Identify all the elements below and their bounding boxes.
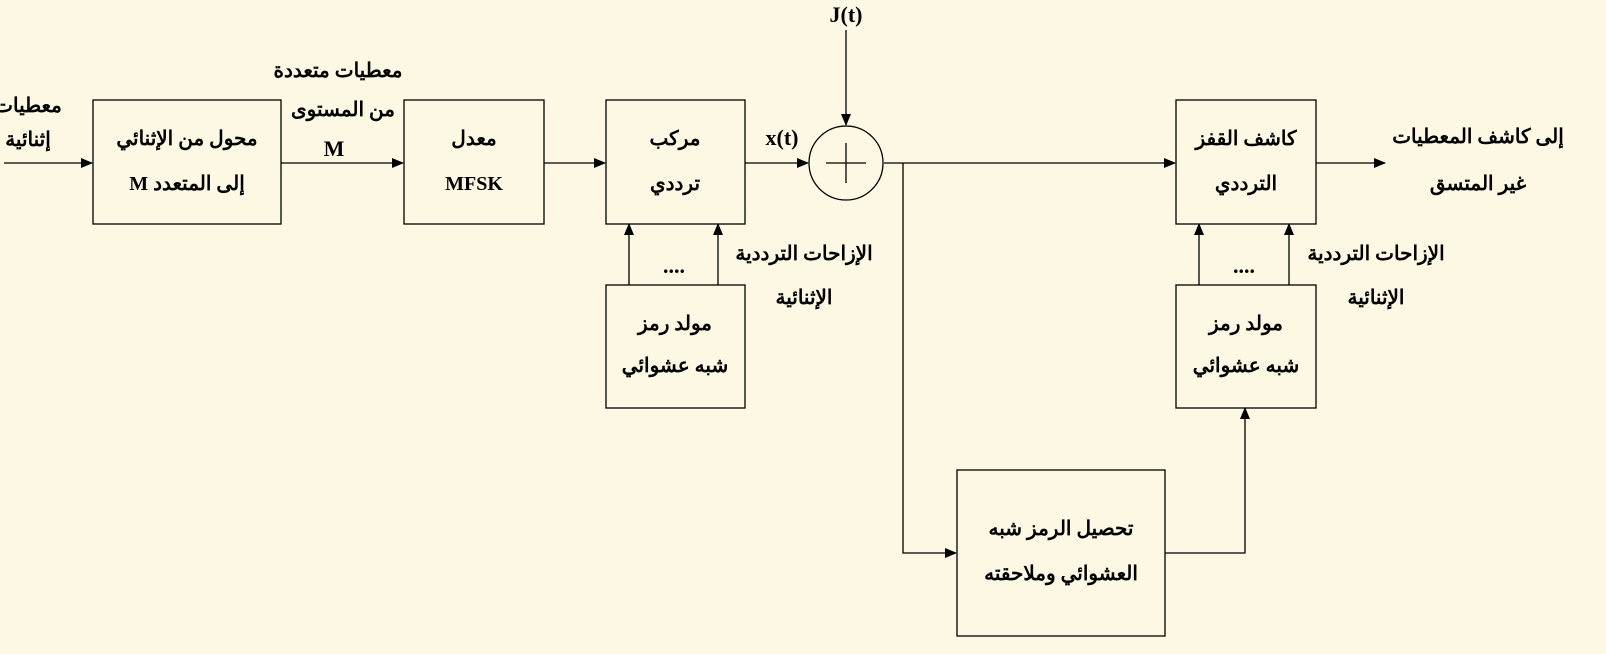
summer-icon: [808, 125, 884, 201]
rx-prng-line1: مولد رمز: [1207, 313, 1283, 336]
modulator-line2: MFSK: [445, 173, 503, 195]
output-label-line2: غير المتسق: [1430, 173, 1527, 196]
input-label-line2: إثنائية: [5, 129, 51, 152]
tx-prng-block: [605, 284, 746, 409]
modulator-block: [403, 99, 545, 225]
modulator-line1: معدل: [451, 128, 496, 150]
sync-to-rx-prng-arrow: [1165, 407, 1250, 554]
rx-prng-line2: شبه عشوائي: [1193, 355, 1299, 378]
input-label-line1: معطيات: [0, 95, 62, 117]
tx-hops-label-line2: الإثنائية: [776, 287, 833, 310]
jt-label: J(t): [830, 2, 863, 27]
converter-block: [92, 99, 282, 225]
sync-line2: العشوائي وملاحقته: [984, 563, 1138, 586]
tx-prng-line1: مولد رمز: [636, 313, 712, 336]
rx-detector-block: [1175, 99, 1317, 225]
tx-synth-line1: مركب: [650, 128, 701, 151]
multilevel-label-line2: من المستوى: [291, 99, 395, 122]
rx-prng-block: [1175, 284, 1317, 409]
rx-detector-line1: كاشف القفز: [1194, 128, 1297, 151]
rx-dots: ....: [1233, 253, 1255, 278]
tx-prng-line2: شبه عشوائي: [622, 355, 728, 378]
multilevel-label-line3: M: [324, 136, 345, 161]
tx-synth-line2: ترددي: [650, 173, 701, 196]
rx-detector-line2: الترددي: [1215, 173, 1277, 196]
tx-hops-label-line1: الإزاحات الترددية: [735, 243, 872, 266]
sync-block: [956, 469, 1166, 637]
converter-line1: محول من الإثنائي: [116, 128, 257, 151]
output-label-line1: إلى كاشف المعطيات: [1392, 126, 1564, 149]
tx-dots: ....: [663, 253, 685, 278]
sync-line1: تحصيل الرمز شبه: [989, 518, 1134, 541]
xt-label: x(t): [766, 125, 799, 150]
tx-synth-block: [605, 99, 746, 225]
converter-line2: إلى المتعدد M: [129, 173, 245, 196]
rx-hops-label-line2: الإثنائية: [1348, 287, 1405, 310]
branch-to-sync-arrow: [902, 163, 957, 558]
rx-hops-label-line1: الإزاحات الترددية: [1307, 243, 1444, 266]
multilevel-label-line1: معطيات متعددة: [273, 60, 402, 82]
